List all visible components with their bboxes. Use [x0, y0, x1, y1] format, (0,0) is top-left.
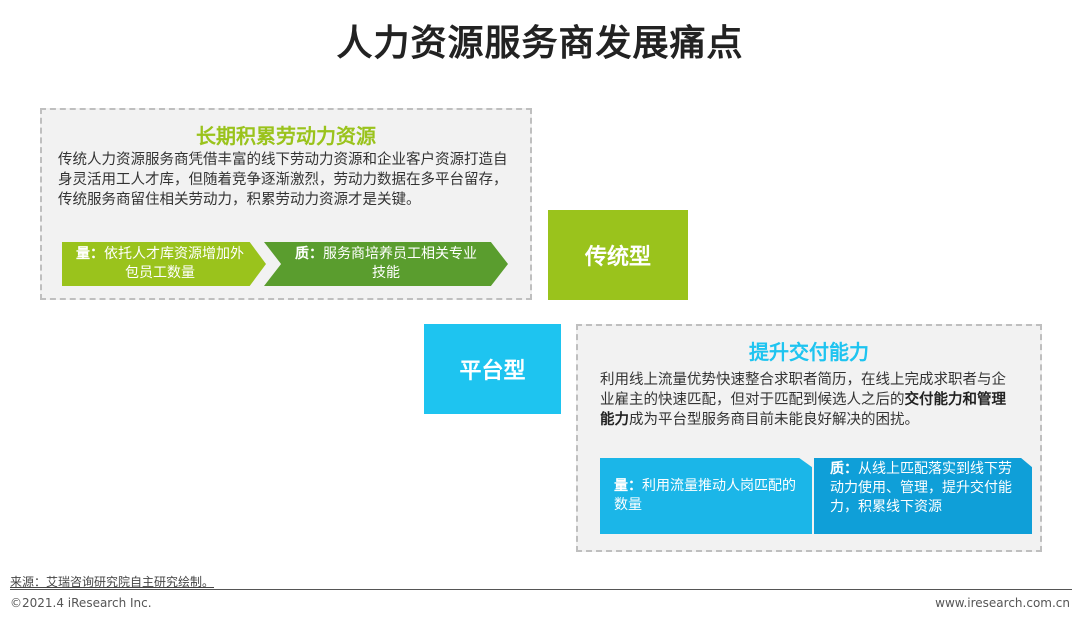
traditional-type-label: 传统型: [584, 245, 651, 270]
traditional-panel: 长期积累劳动力资源 传统人力资源服务商凭借丰富的线下劳动力资源和企业客户资源打造…: [40, 108, 532, 300]
footer-divider: [10, 589, 1072, 590]
platform-quality-text: 从线上匹配落实到线下劳动力使用、管理，提升交付能力，积累线下资源: [830, 461, 1012, 515]
platform-quality-lead: 质：: [830, 461, 858, 477]
traditional-type-box: 传统型: [548, 210, 688, 300]
platform-quantity-lead: 量：: [614, 478, 642, 494]
platform-quantity-box: 量：利用流量推动人岗匹配的数量: [600, 458, 812, 534]
traditional-quality-text: 服务商培养员工相关专业技能: [323, 246, 477, 281]
traditional-quality-arrow: 质：服务商培养员工相关专业技能: [264, 242, 508, 286]
platform-quality-box: 质：从线上匹配落实到线下劳动力使用、管理，提升交付能力，积累线下资源: [814, 458, 1032, 534]
page-title: 人力资源服务商发展痛点: [336, 23, 744, 64]
source-note: 来源：艾瑞咨询研究院自主研究绘制。: [10, 575, 215, 589]
traditional-quantity-arrow: 量：依托人才库资源增加外包员工数量: [62, 242, 266, 286]
platform-description-post: 成为平台型服务商目前未能良好解决的困扰。: [629, 412, 919, 428]
traditional-quantity-text: 依托人才库资源增加外包员工数量: [104, 246, 244, 281]
platform-type-label: 平台型: [459, 359, 526, 384]
platform-description: 利用线上流量优势快速整合求职者简历，在线上完成求职者与企业雇主的快速匹配，但对于…: [600, 370, 1020, 430]
traditional-quantity-lead: 量：: [76, 246, 104, 262]
website-link[interactable]: www.iresearch.com.cn: [935, 596, 1070, 610]
platform-panel: 提升交付能力 利用线上流量优势快速整合求职者简历，在线上完成求职者与企业雇主的快…: [576, 324, 1042, 552]
platform-type-box: 平台型: [424, 324, 561, 414]
traditional-quality-lead: 质：: [295, 246, 323, 262]
traditional-heading: 长期积累劳动力资源: [196, 124, 376, 148]
copyright: ©2021.4 iResearch Inc.: [10, 596, 152, 610]
platform-quantity-text: 利用流量推动人岗匹配的数量: [614, 478, 796, 513]
platform-heading: 提升交付能力: [749, 340, 869, 364]
platform-description-pre: 利用线上流量优势快速整合求职者简历，在线上完成求职者与企业雇主的快速匹配，但对于…: [600, 372, 1006, 408]
traditional-description: 传统人力资源服务商凭借丰富的线下劳动力资源和企业客户资源打造自身灵活用工人才库，…: [58, 152, 508, 208]
platform-description-bold: 交付能力和管理能力: [600, 392, 1006, 428]
